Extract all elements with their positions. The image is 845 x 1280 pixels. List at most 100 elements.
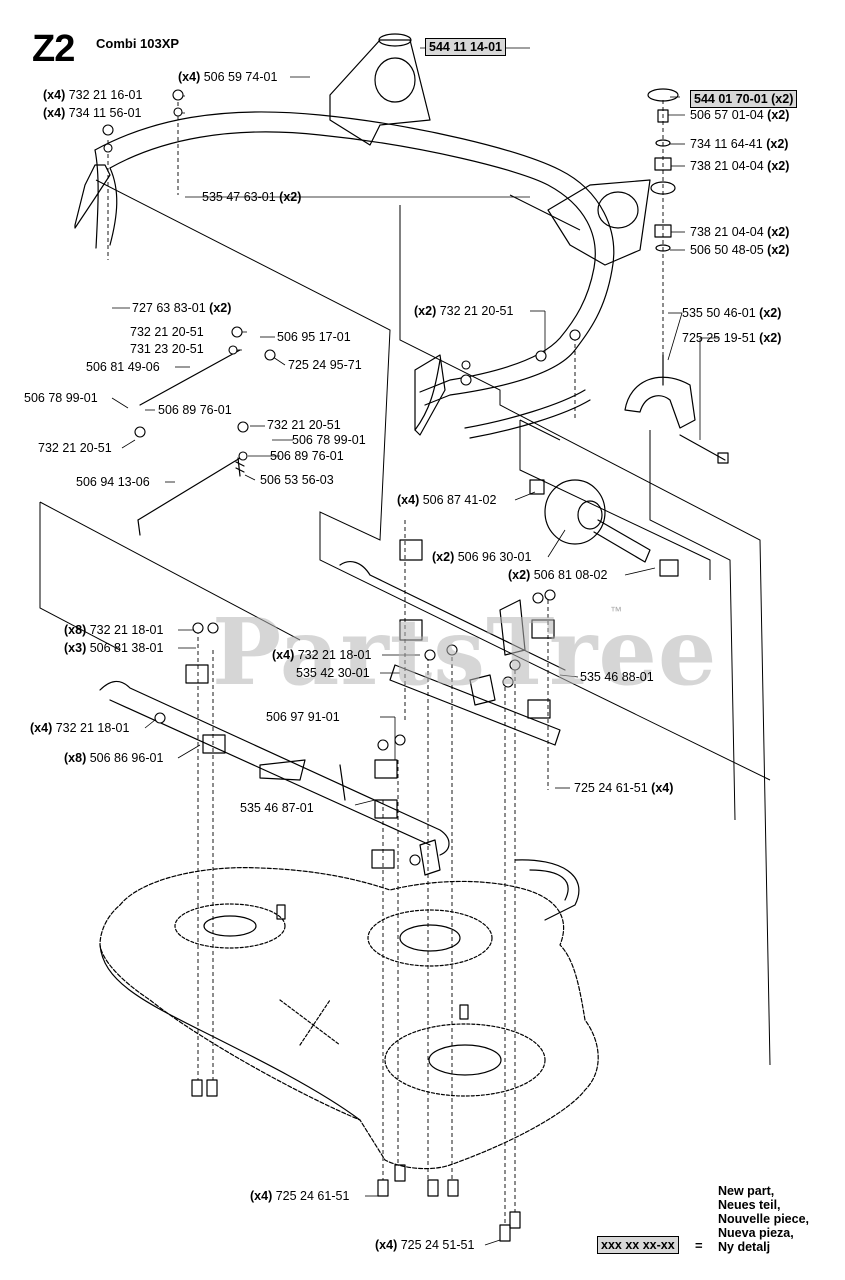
callout-quantity: (x2) [767,159,790,173]
part-callout-506-81-38-01[interactable]: (x3) 506 81 38-01 [64,641,163,655]
part-callout-544-11-14-01[interactable]: 544 11 14-01 [425,38,506,56]
part-callout-725-24-61-51[interactable]: 725 24 61-51 (x4) [574,781,673,795]
callout-part-number: 738 21 04-04 [690,159,764,173]
part-callout-535-46-88-01[interactable]: 535 46 88-01 [580,670,654,684]
assembly-axes [107,95,664,1225]
part-callout-506-87-41-02[interactable]: (x4) 506 87 41-02 [397,493,496,507]
callout-quantity: (x2) [279,190,302,204]
part-callout-732-21-20-51[interactable]: 732 21 20-51 [38,441,112,455]
callout-part-number: 732 21 18-01 [297,648,372,662]
part-callout-732-21-18-01[interactable]: (x4) 732 21 18-01 [30,721,129,735]
anti-scalp-wheel [529,479,679,577]
callout-part-number: 725 25 19-51 [682,331,756,345]
callout-quantity: (x4) [178,70,201,84]
callout-part-number: 506 97 91-01 [266,710,340,724]
rear-cone-bracket [547,179,676,266]
callout-part-number: 731 23 20-51 [130,342,204,356]
callout-part-number: 725 24 61-51 [275,1189,350,1203]
part-callout-506-89-76-01[interactable]: 506 89 76-01 [158,403,232,417]
callout-part-number: 535 42 30-01 [296,666,370,680]
legend-equals: = [695,1238,703,1253]
callout-quantity: (x4) [43,88,66,102]
callout-part-number: 506 81 38-01 [89,641,164,655]
clamp-blocks [185,539,555,869]
part-callout-506-94-13-06[interactable]: 506 94 13-06 [76,475,150,489]
mower-deck [99,859,599,1170]
part-callout-544-01-70-01-2[interactable]: 544 01 70-01 (x2) [690,90,798,108]
deck-bolts [191,1079,521,1242]
part-callout-731-23-20-51[interactable]: 731 23 20-51 [130,342,204,356]
part-callout-506-95-17-01[interactable]: 506 95 17-01 [277,330,351,344]
link-rods [137,349,246,536]
callout-part-number: 727 63 83-01 [132,301,206,315]
part-callout-732-21-18-01[interactable]: (x8) 732 21 18-01 [64,623,163,637]
part-callout-535-47-63-01[interactable]: 535 47 63-01 (x2) [202,190,301,204]
callout-part-number: 506 78 99-01 [24,391,98,405]
callout-quantity: (x3) [64,641,87,655]
callout-part-number: 732 21 20-51 [38,441,112,455]
callout-quantity: (x4) [30,721,53,735]
part-callout-506-96-30-01[interactable]: (x2) 506 96 30-01 [432,550,531,564]
legend-line: Neues teil, [718,1198,781,1212]
callout-quantity: (x2) [767,243,790,257]
part-callout-738-21-04-04[interactable]: 738 21 04-04 (x2) [690,225,789,239]
part-callout-732-21-18-01[interactable]: (x4) 732 21 18-01 [272,648,371,662]
callout-part-number: 734 11 64-41 [690,137,763,151]
part-callout-506-78-99-01[interactable]: 506 78 99-01 [24,391,98,405]
part-callout-506-78-99-01[interactable]: 506 78 99-01 [292,433,366,447]
part-callout-734-11-56-01[interactable]: (x4) 734 11 56-01 [43,106,141,120]
small-hardware [102,89,581,866]
part-callout-734-11-64-41[interactable]: 734 11 64-41 (x2) [690,137,788,151]
part-callout-727-63-83-01[interactable]: 727 63 83-01 (x2) [132,301,231,315]
callout-part-number: 506 87 41-02 [422,493,497,507]
guide-boxes [39,179,771,1066]
callout-part-number: 725 24 51-51 [400,1238,475,1252]
hanger-frame [74,111,615,439]
callout-quantity: (x2) [766,137,789,151]
callout-part-number: 732 21 18-01 [55,721,130,735]
callout-quantity: (x8) [64,751,87,765]
front-lift-bar [99,680,450,876]
callout-quantity: (x4) [272,648,295,662]
part-callout-535-50-46-01[interactable]: 535 50 46-01 (x2) [682,306,781,320]
part-callout-506-50-48-05[interactable]: 506 50 48-05 (x2) [690,243,789,257]
part-callout-732-21-16-01[interactable]: (x4) 732 21 16-01 [43,88,142,102]
watermark-trademark: ™ [610,604,622,618]
part-callout-732-21-20-51[interactable]: 732 21 20-51 [267,418,341,432]
callout-part-number: 738 21 04-04 [690,225,764,239]
part-callout-725-25-19-51[interactable]: 725 25 19-51 (x2) [682,331,781,345]
part-callout-725-24-61-51[interactable]: (x4) 725 24 61-51 [250,1189,349,1203]
part-callout-732-21-20-51[interactable]: (x2) 732 21 20-51 [414,304,513,318]
part-callout-506-81-49-06[interactable]: 506 81 49-06 [86,360,160,374]
callout-part-number: 535 46 87-01 [240,801,314,815]
callout-part-number: 506 57 01-04 [690,108,764,122]
callout-part-number: 535 50 46-01 [682,306,756,320]
callout-part-number: 506 95 17-01 [277,330,351,344]
part-callout-725-24-95-71[interactable]: 725 24 95-71 [288,358,362,372]
part-callout-732-21-20-51[interactable]: 732 21 20-51 [130,325,204,339]
legend-line: Nueva pieza, [718,1226,794,1240]
callout-part-number: 732 21 20-51 [267,418,341,432]
callout-part-number: 506 96 30-01 [457,550,532,564]
part-callout-535-42-30-01[interactable]: 535 42 30-01 [296,666,370,680]
callout-quantity: (x2) [759,331,782,345]
part-callout-506-89-76-01[interactable]: 506 89 76-01 [270,449,344,463]
part-callout-506-97-91-01[interactable]: 506 97 91-01 [266,710,340,724]
part-callout-725-24-51-51[interactable]: (x4) 725 24 51-51 [375,1238,474,1252]
part-callout-535-46-87-01[interactable]: 535 46 87-01 [240,801,314,815]
part-callout-506-59-74-01[interactable]: (x4) 506 59 74-01 [178,70,277,84]
part-callout-506-81-08-02[interactable]: (x2) 506 81 08-02 [508,568,607,582]
part-callout-738-21-04-04[interactable]: 738 21 04-04 (x2) [690,159,789,173]
callout-quantity: (x2) [209,301,232,315]
callout-part-number: 506 78 99-01 [292,433,366,447]
part-callout-506-53-56-03[interactable]: 506 53 56-03 [260,473,334,487]
callout-part-number: 535 47 63-01 [202,190,276,204]
leader-lines [111,47,718,1246]
part-callout-506-86-96-01[interactable]: (x8) 506 86 96-01 [64,751,163,765]
part-callout-506-57-01-04[interactable]: 506 57 01-04 (x2) [690,108,789,122]
callout-quantity: (x4) [250,1189,273,1203]
callout-part-number: 535 46 88-01 [580,670,654,684]
front-cone-bracket [329,33,431,146]
